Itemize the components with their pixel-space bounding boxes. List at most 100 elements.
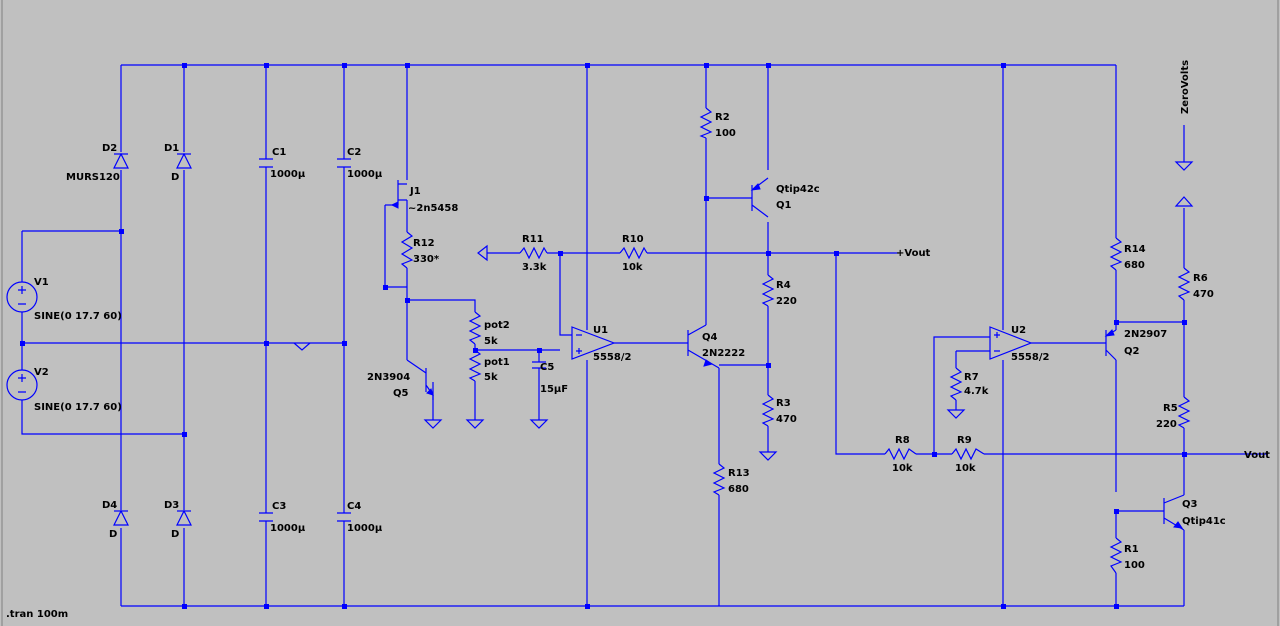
q1-ref-label: Q1 bbox=[776, 200, 792, 211]
r14-value-label: 680 bbox=[1124, 260, 1145, 271]
wires bbox=[21, 64, 1268, 607]
q4-value-label: 2N2222 bbox=[702, 348, 745, 359]
potentiometer-pot2-symbol bbox=[468, 311, 482, 345]
potentiometer-pot1-symbol bbox=[468, 349, 482, 382]
r12-ref-label: R12 bbox=[413, 238, 435, 249]
resistor-r1-symbol bbox=[1109, 537, 1123, 574]
r8-ref-label: R8 bbox=[895, 435, 910, 446]
u1-value-label: 5558/2 bbox=[593, 352, 631, 363]
pot1-value-label: 5k bbox=[484, 372, 498, 383]
resistor-r4-symbol bbox=[761, 274, 775, 307]
d1-value-label: D bbox=[171, 172, 179, 183]
resistor-r12-symbol bbox=[400, 231, 414, 269]
d2-value-label: MURS120 bbox=[66, 172, 120, 183]
q5-value-label: 2N3904 bbox=[367, 372, 410, 383]
c5-ref-label: C5 bbox=[540, 362, 554, 373]
junction-dots bbox=[20, 63, 1187, 609]
r11-value-label: 3.3k bbox=[522, 262, 547, 273]
r2-value-label: 100 bbox=[715, 128, 736, 139]
resistor-r11-symbol bbox=[519, 246, 548, 260]
q2-value-label: 2N2907 bbox=[1124, 329, 1167, 340]
q1-value-label: Qtip42c bbox=[776, 184, 820, 195]
ground-q5-symbol bbox=[423, 419, 443, 429]
c3-ref-label: C3 bbox=[272, 501, 286, 512]
transistor-q2-symbol bbox=[1096, 329, 1117, 361]
pot2-ref-label: pot2 bbox=[484, 320, 510, 331]
c2-value-label: 1000µ bbox=[347, 169, 383, 180]
c4-value-label: 1000µ bbox=[347, 523, 383, 534]
r8-value-label: 10k bbox=[892, 463, 913, 474]
d1-ref-label: D1 bbox=[164, 143, 179, 154]
c2-ref-label: C2 bbox=[347, 147, 361, 158]
vout-plus-net-label: +Vout bbox=[896, 248, 931, 259]
flag-r11-symbol bbox=[477, 244, 488, 262]
diode-d2-symbol bbox=[113, 152, 129, 169]
capacitor-c5-symbol bbox=[532, 361, 546, 369]
r9-ref-label: R9 bbox=[957, 435, 972, 446]
r2-ref-label: R2 bbox=[715, 112, 730, 123]
resistor-r2-symbol bbox=[699, 107, 713, 139]
c1-value-label: 1000µ bbox=[270, 169, 306, 180]
resistor-r9-symbol bbox=[951, 447, 985, 461]
r3-value-label: 470 bbox=[776, 414, 797, 425]
j1-value-label: ~2n5458 bbox=[408, 203, 458, 214]
resistor-r13-symbol bbox=[712, 463, 726, 496]
r5-value-label: 220 bbox=[1156, 419, 1177, 430]
ground-pot-symbol bbox=[465, 419, 485, 429]
diode-d1-symbol bbox=[176, 152, 192, 169]
r13-ref-label: R13 bbox=[728, 468, 750, 479]
r4-ref-label: R4 bbox=[776, 280, 791, 291]
q5-ref-label: Q5 bbox=[393, 388, 409, 399]
vout-net-label: Vout bbox=[1244, 450, 1270, 461]
q3-ref-label: Q3 bbox=[1182, 499, 1198, 510]
resistor-r8-symbol bbox=[884, 447, 917, 461]
v2-value-label: SINE(0 17.7 60) bbox=[34, 402, 122, 413]
r14-ref-label: R14 bbox=[1124, 244, 1146, 255]
u1-ref-label: U1 bbox=[593, 325, 608, 336]
v1-ref-label: V1 bbox=[34, 277, 49, 288]
r5-ref-label: R5 bbox=[1163, 403, 1178, 414]
transistor-q5-symbol bbox=[406, 359, 434, 400]
r7-value-label: 4.7k bbox=[964, 386, 989, 397]
r1-value-label: 100 bbox=[1124, 560, 1145, 571]
pot2-value-label: 5k bbox=[484, 336, 498, 347]
capacitor-c4-symbol bbox=[337, 512, 351, 522]
ground-c5-symbol bbox=[529, 419, 549, 429]
r13-value-label: 680 bbox=[728, 484, 749, 495]
d3-ref-label: D3 bbox=[164, 500, 179, 511]
transistor-q4-symbol bbox=[678, 324, 720, 369]
transistor-q1-symbol bbox=[742, 177, 769, 218]
r4-value-label: 220 bbox=[776, 296, 797, 307]
q3-value-label: Qtip41c bbox=[1182, 516, 1226, 527]
u2-ref-label: U2 bbox=[1011, 325, 1026, 336]
v1-value-label: SINE(0 17.7 60) bbox=[34, 311, 122, 322]
r6-value-label: 470 bbox=[1193, 289, 1214, 300]
resistor-r5-symbol bbox=[1177, 396, 1191, 429]
resistor-r6-symbol bbox=[1177, 267, 1191, 301]
transistor-q3-symbol bbox=[1163, 494, 1185, 531]
r3-ref-label: R3 bbox=[776, 398, 791, 409]
c3-value-label: 1000µ bbox=[270, 523, 306, 534]
capacitor-c2-symbol bbox=[337, 158, 351, 168]
resistor-r3-symbol bbox=[761, 394, 775, 427]
c1-ref-label: C1 bbox=[272, 147, 286, 158]
resistor-r7-symbol bbox=[949, 367, 963, 401]
c4-ref-label: C4 bbox=[347, 501, 361, 512]
q4-ref-label: Q4 bbox=[702, 332, 718, 343]
flag-r6-top-symbol bbox=[1174, 196, 1194, 207]
c5-value-label: 15µF bbox=[540, 384, 568, 395]
capacitor-c1-symbol bbox=[259, 158, 273, 168]
d4-ref-label: D4 bbox=[102, 500, 117, 511]
resistor-r10-symbol bbox=[619, 246, 648, 260]
diode-d4-symbol bbox=[113, 509, 129, 526]
d2-ref-label: D2 bbox=[102, 143, 117, 154]
diode-d3-symbol bbox=[176, 509, 192, 526]
r10-ref-label: R10 bbox=[622, 234, 644, 245]
r1-ref-label: R1 bbox=[1124, 544, 1139, 555]
r6-ref-label: R6 bbox=[1193, 273, 1208, 284]
r7-ref-label: R7 bbox=[964, 372, 979, 383]
u2-value-label: 5558/2 bbox=[1011, 352, 1049, 363]
spice-directive-label[interactable]: .tran 100m bbox=[6, 609, 68, 620]
jfet-j1-symbol bbox=[390, 180, 407, 209]
r9-value-label: 10k bbox=[955, 463, 976, 474]
